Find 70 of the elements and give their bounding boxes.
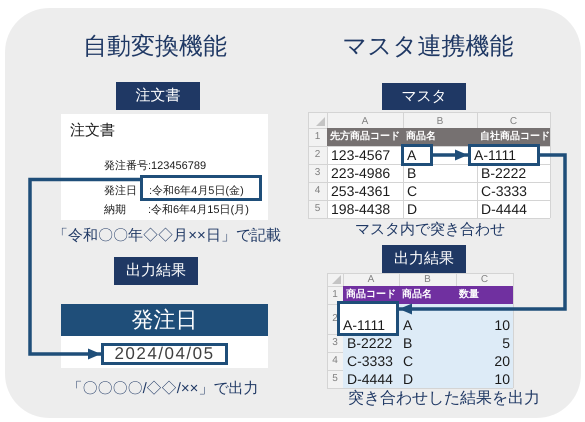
section-tag: 出力結果 xyxy=(114,257,198,285)
product-name: D xyxy=(407,201,418,217)
section-tag: 出力結果 xyxy=(382,245,466,273)
caption-text: 「〇〇〇〇/◇◇/××」で出力 xyxy=(68,379,258,398)
product-code: B-2222 xyxy=(347,335,392,351)
row-number: 2 xyxy=(314,148,320,162)
partner-code: 223-4986 xyxy=(331,165,390,181)
quantity: 5 xyxy=(502,335,510,351)
document-title: 注文書 xyxy=(70,121,115,141)
partner-code: 198-4438 xyxy=(331,201,390,217)
section-title: 自動変換機能 xyxy=(83,32,227,62)
section-tag: 注文書 xyxy=(116,82,200,110)
spreadsheet xyxy=(327,273,513,388)
caption-text: マスタ内で突き合わせ xyxy=(355,220,505,239)
partner-code: 253-4361 xyxy=(331,183,390,199)
quantity: 10 xyxy=(494,371,510,387)
column-letter: C xyxy=(480,272,488,286)
row-number: 4 xyxy=(332,354,338,368)
highlight-box: A-1111 xyxy=(337,301,399,336)
spreadsheet xyxy=(308,112,550,218)
product-name: B xyxy=(407,165,416,181)
product-name: B xyxy=(403,335,412,351)
highlight-box: 2024/04/05 xyxy=(101,343,228,365)
row-number: 1 xyxy=(314,130,320,144)
highlight-box: A xyxy=(401,144,433,166)
column-heading: 先方商品コード xyxy=(330,130,400,144)
caption-text: 突き合わせした結果を出力 xyxy=(348,389,540,408)
document-line: 発注番号:123456789 xyxy=(104,160,206,173)
column-letter: B xyxy=(436,114,444,128)
product-code: D-4444 xyxy=(347,371,393,387)
section-title: マスタ連携機能 xyxy=(342,32,514,62)
partner-code: 123-4567 xyxy=(331,147,390,163)
product-name: A xyxy=(403,317,412,333)
result-card xyxy=(61,304,268,368)
row-number: 1 xyxy=(332,288,338,302)
column-letter: B xyxy=(424,272,431,286)
row-number: 5 xyxy=(332,372,338,386)
highlight-box: A-1111 xyxy=(468,144,540,166)
product-code: D-4444 xyxy=(481,201,527,217)
column-heading: 自社商品コード xyxy=(480,130,550,144)
row-number: 4 xyxy=(314,184,320,198)
row-number: 5 xyxy=(314,202,320,216)
document-line: 発注日 xyxy=(104,185,137,198)
column-letter: A xyxy=(368,272,374,286)
arrow xyxy=(433,150,468,160)
arrow xyxy=(28,178,140,360)
highlight-box: :令和6年4月5日(金) xyxy=(140,175,262,201)
column-letter: C xyxy=(510,114,518,128)
product-name: C xyxy=(403,353,414,369)
product-name: C xyxy=(407,183,418,199)
arrow xyxy=(399,153,567,314)
product-code: C-3333 xyxy=(481,183,527,199)
column-heading: 商品名 xyxy=(406,130,436,144)
product-code: C-3333 xyxy=(347,353,393,369)
column-letter: A xyxy=(362,114,368,128)
document-card xyxy=(61,114,268,220)
quantity: 20 xyxy=(494,353,510,369)
product-code: B-2222 xyxy=(481,165,526,181)
row-number: 2 xyxy=(332,312,338,326)
row-number: 3 xyxy=(314,166,320,180)
document-line: 納期 :令和6年4月15日(月) xyxy=(104,204,249,217)
quantity: 10 xyxy=(494,317,510,333)
caption-text: 「令和〇〇年◇◇月××日」で記載 xyxy=(53,226,281,245)
product-name: D xyxy=(403,371,414,387)
column-heading: 商品名 xyxy=(402,288,432,302)
column-heading: 数量 xyxy=(459,288,479,302)
row-number: 3 xyxy=(332,336,338,350)
column-heading: 商品コード xyxy=(346,288,396,302)
header-band: 発注日 xyxy=(61,304,268,336)
section-tag: マスタ xyxy=(382,83,466,110)
